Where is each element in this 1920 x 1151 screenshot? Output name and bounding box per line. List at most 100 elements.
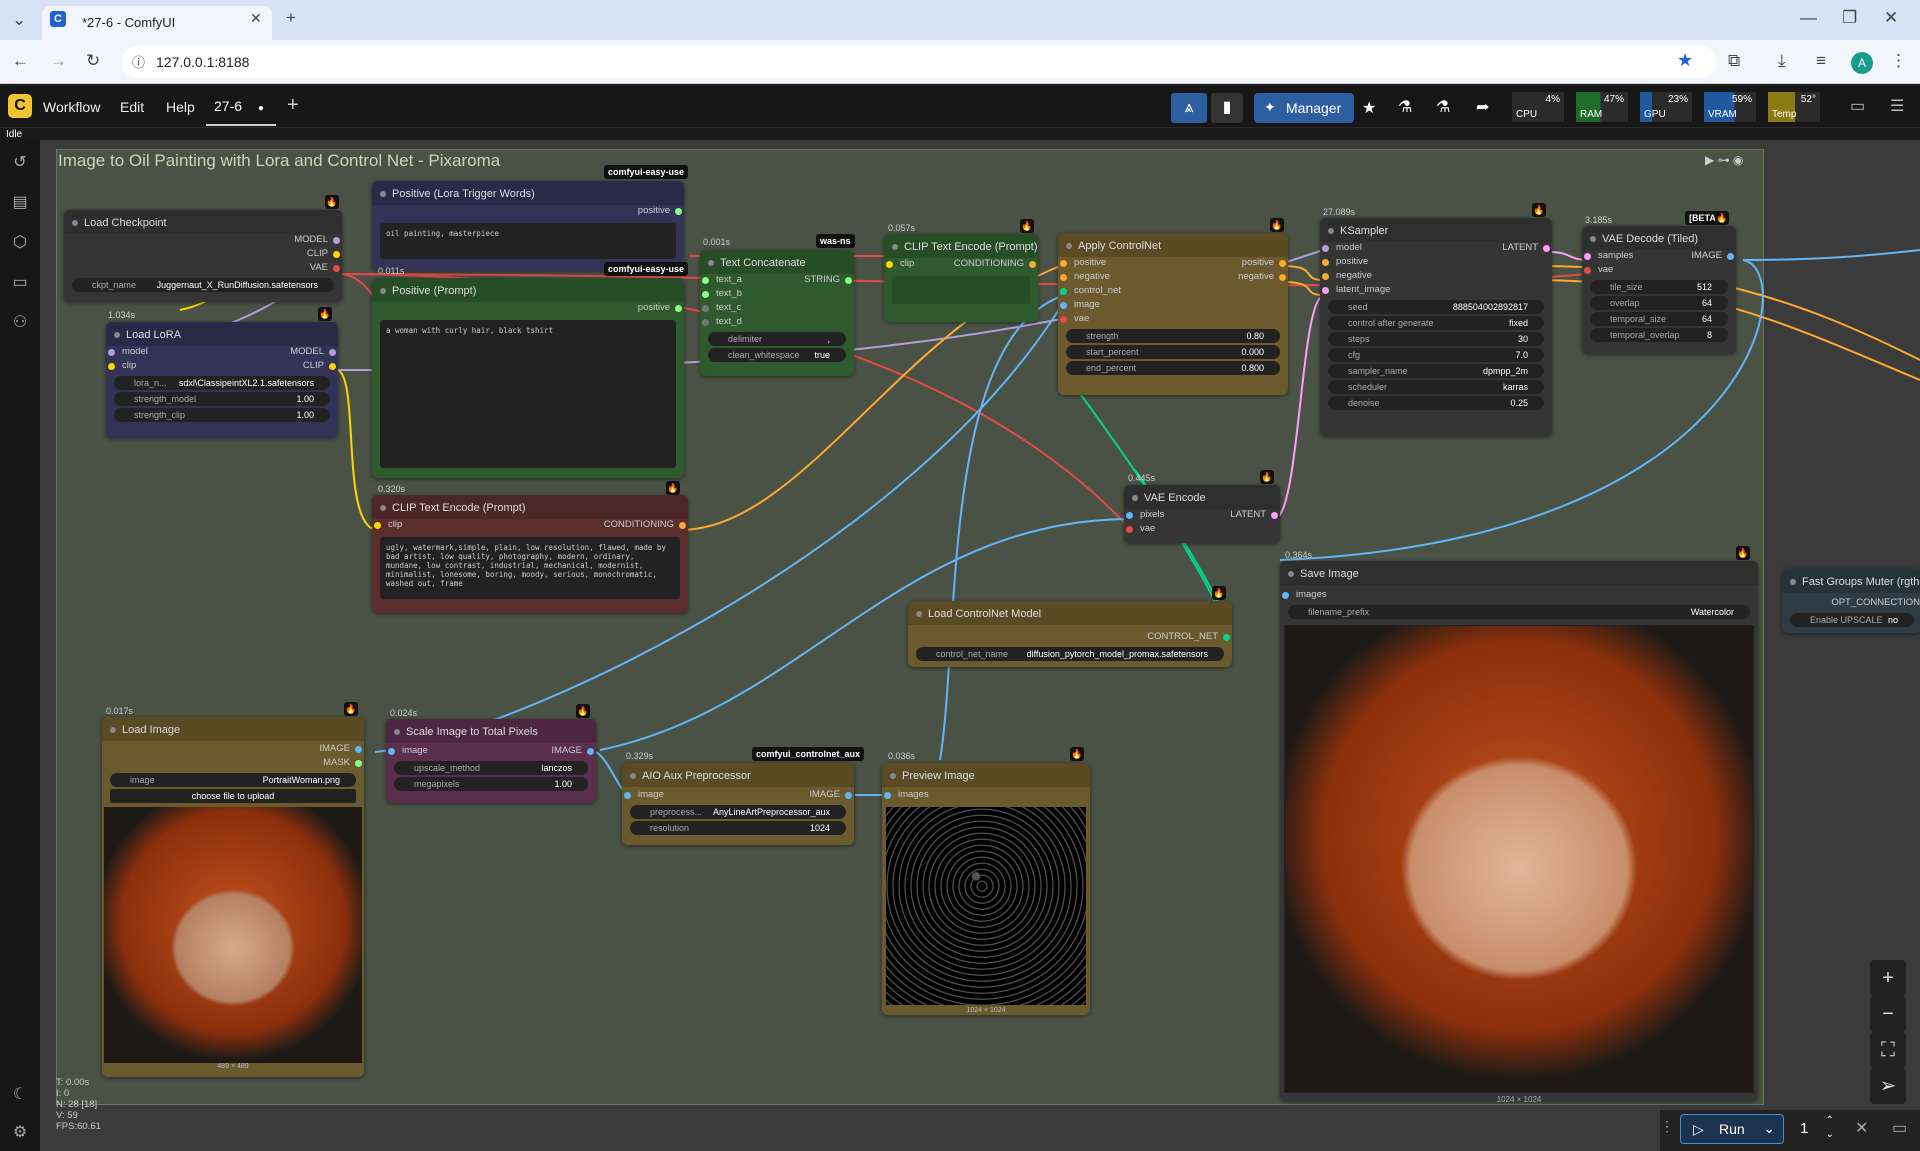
input-vae[interactable]: vae [1598,264,1614,275]
input-vae[interactable]: vae [1140,523,1156,534]
port-dot[interactable] [702,305,709,312]
port-dot[interactable] [702,319,709,326]
prompt-textarea[interactable]: oil painting, masterpiece [380,223,676,259]
workflow-tab[interactable]: 27-6 ● [206,88,276,126]
extensions-icon[interactable]: ⧉ [1728,51,1741,70]
input-images[interactable]: images [1296,589,1327,600]
port-dot[interactable] [1271,512,1278,519]
port-dot[interactable] [1126,526,1133,533]
output-clip[interactable]: CLIP [302,360,324,371]
input-text-d[interactable]: text_d [716,316,742,327]
group-controls-icon[interactable]: ▶ ⊶ ◉ [1705,153,1744,167]
port-dot[interactable] [333,251,340,258]
output-conditioning[interactable]: CONDITIONING [953,258,1024,269]
port-dot[interactable] [329,349,336,356]
port-dot[interactable] [1060,316,1067,323]
port-dot[interactable] [884,792,891,799]
port-dot[interactable] [679,522,686,529]
port-dot[interactable] [1060,260,1067,267]
input-positive[interactable]: positive [1074,257,1107,268]
input-text-b[interactable]: text_b [716,288,742,299]
model-icon[interactable]: ⚗ [1398,99,1413,116]
output-latent[interactable]: LATENT [1502,242,1538,253]
node-load-checkpoint[interactable]: Load Checkpoint MODEL CLIP VAE ckpt_name… [64,210,342,302]
port-dot[interactable] [1543,245,1550,252]
forward-icon[interactable]: → [50,51,67,70]
model-library-icon[interactable]: ⬡ [13,234,27,251]
history-icon[interactable]: ↺ [13,154,27,171]
output-image[interactable]: IMAGE [319,743,350,754]
output-image[interactable]: IMAGE [551,745,582,756]
input-clip[interactable]: clip [900,258,915,269]
input-latent-image[interactable]: latent_image [1336,284,1391,295]
node-fast-groups-muter[interactable]: Fast Groups Muter (rgthree) OPT_CONNECTI… [1782,569,1920,633]
input-pixels[interactable]: pixels [1140,509,1165,520]
input-vae[interactable]: vae [1074,313,1090,324]
port-dot[interactable] [108,363,115,370]
port-dot[interactable] [1126,512,1133,519]
prompt-textarea[interactable]: a woman with curly hair, black tshirt [380,320,676,468]
minimize-icon[interactable]: — [1800,8,1817,27]
output-vae[interactable]: VAE [309,262,328,273]
browser-menu-icon[interactable]: ⋮ [1890,51,1907,70]
port-dot[interactable] [388,748,395,755]
stop-icon[interactable]: ▭ [1892,1120,1908,1137]
profile-avatar[interactable]: A [1851,52,1873,74]
download-icon[interactable]: ⤓ [1778,51,1786,70]
queue-icon[interactable]: ⩓ [1171,93,1207,123]
port-dot[interactable] [845,277,852,284]
port-dot[interactable] [1279,274,1286,281]
port-dot[interactable] [355,746,362,753]
settings-icon[interactable]: ⚙ [12,1124,28,1141]
port-dot[interactable] [702,277,709,284]
port-dot[interactable] [1279,260,1286,267]
comfy-logo-icon[interactable]: C [8,94,32,118]
port-dot[interactable] [624,792,631,799]
zoom-out-icon[interactable]: − [1870,996,1906,1032]
theme-toggle-icon[interactable]: ☾ [12,1086,28,1103]
output-positive[interactable]: positive [637,205,670,216]
port-dot[interactable] [1322,245,1329,252]
output-string[interactable]: STRING [804,274,840,285]
new-workflow-icon[interactable]: + [287,94,299,116]
node-library-icon[interactable]: ⚇ [12,314,28,331]
output-positive[interactable]: positive [1241,257,1274,268]
output-conditioning[interactable]: CONDITIONING [603,519,674,530]
run-button[interactable]: ▷Run⌄ [1680,1114,1784,1144]
port-dot[interactable] [333,265,340,272]
node-load-controlnet[interactable]: Load ControlNet Model CONTROL_NET contro… [908,601,1232,667]
port-dot[interactable] [702,291,709,298]
output-image[interactable]: IMAGE [809,789,840,800]
port-dot[interactable] [1060,274,1067,281]
tab-close-icon[interactable]: ✕ [250,10,262,26]
output-opt-connection[interactable]: OPT_CONNECTION [1831,597,1920,608]
input-negative[interactable]: negative [1074,271,1110,282]
port-dot[interactable] [108,349,115,356]
upload-button[interactable]: choose file to upload [110,789,356,803]
zoom-in-icon[interactable]: + [1870,960,1906,996]
port-dot[interactable] [1322,273,1329,280]
stepper-icon[interactable]: ⌃⌄ [1825,1115,1834,1140]
menu-workflow[interactable]: Workflow [43,99,101,115]
